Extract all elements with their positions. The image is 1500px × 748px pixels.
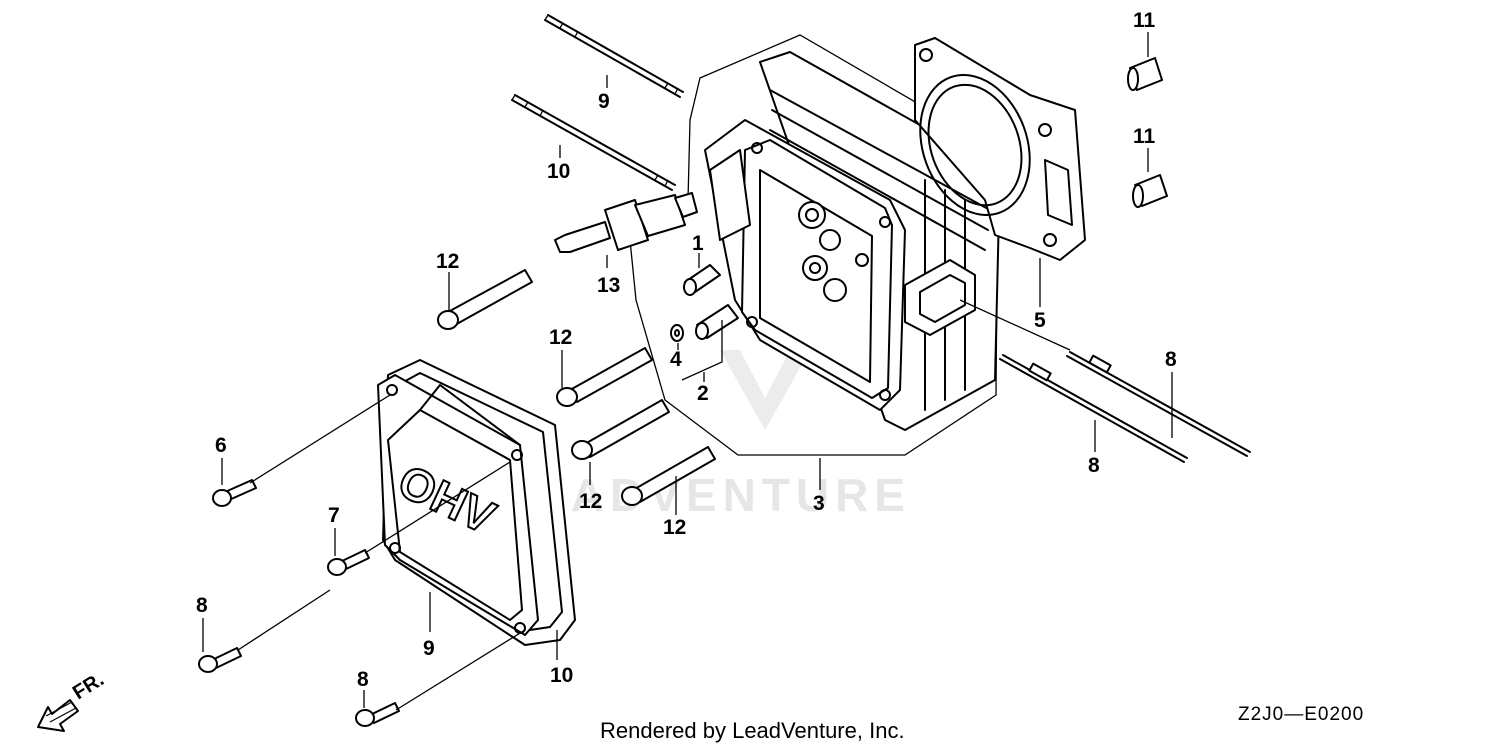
leader-lines — [202, 32, 1173, 711]
bolt-8-c[interactable] — [198, 647, 242, 673]
arrow-icon — [37, 699, 79, 732]
cylinder-head-cover[interactable]: OHV — [377, 374, 539, 636]
label-12-mid: 12 — [549, 326, 572, 349]
label-4: 4 — [670, 348, 682, 371]
label-8-b: 7 — [328, 504, 340, 527]
flange-bolt-12-lower[interactable] — [571, 399, 670, 460]
label-7: 10 — [550, 664, 573, 687]
spark-plug[interactable] — [554, 192, 698, 253]
watermark-text: LEADVENTURE — [500, 469, 911, 521]
label-3: 3 — [813, 492, 825, 515]
stud-bolt-lower[interactable] — [511, 94, 676, 191]
washer-4[interactable] — [670, 324, 684, 342]
label-10-lower: 10 — [547, 160, 570, 183]
label-1: 1 — [692, 232, 704, 255]
label-12-lower: 12 — [579, 490, 602, 513]
stud-long-upper[interactable] — [1066, 351, 1251, 457]
footer-credit: Rendered by LeadVenture, Inc. — [600, 718, 905, 743]
flange-bolt-12-bottom[interactable] — [621, 446, 716, 506]
label-2: 2 — [697, 382, 709, 405]
fr-label: FR. — [69, 669, 108, 705]
label-8-c: 8 — [196, 594, 208, 617]
front-direction-marker: FR. — [37, 669, 108, 732]
collar-lower[interactable] — [1132, 174, 1168, 208]
bolt-8-d[interactable] — [355, 702, 400, 727]
label-8-d: 8 — [357, 668, 369, 691]
label-9-upper: 8 — [1165, 348, 1177, 371]
dowel-pin-2[interactable] — [695, 304, 739, 340]
label-10-upper: 9 — [598, 90, 610, 113]
label-11-upper: 11 — [1133, 9, 1156, 32]
flange-bolt-12-upper[interactable] — [437, 269, 533, 330]
label-11-lower: 11 — [1133, 125, 1156, 148]
label-13: 13 — [597, 274, 620, 297]
head-gasket[interactable] — [902, 37, 1086, 261]
part-labels: 9 10 1 4 2 13 12 12 12 12 3 5 11 11 8 8 … — [196, 9, 1177, 691]
label-5: 5 — [1034, 309, 1046, 332]
label-12-bottom: 12 — [663, 516, 686, 539]
diagram-code: Z2J0—E0200 — [1238, 704, 1364, 725]
flange-bolt-12-mid[interactable] — [556, 347, 653, 407]
collar-upper[interactable] — [1127, 57, 1163, 91]
stud-bolt-upper[interactable] — [544, 14, 684, 98]
watermark: LEADVENTURE — [500, 350, 911, 521]
bolt-8-a[interactable] — [212, 479, 257, 507]
stud-long-lower[interactable] — [999, 354, 1188, 463]
bolt-8-b[interactable] — [327, 549, 370, 576]
label-12-upper: 12 — [436, 250, 459, 273]
label-6: 9 — [423, 637, 435, 660]
dowel-pin-1[interactable] — [683, 264, 721, 296]
label-9-lower: 8 — [1088, 454, 1100, 477]
label-8-a: 6 — [215, 434, 227, 457]
